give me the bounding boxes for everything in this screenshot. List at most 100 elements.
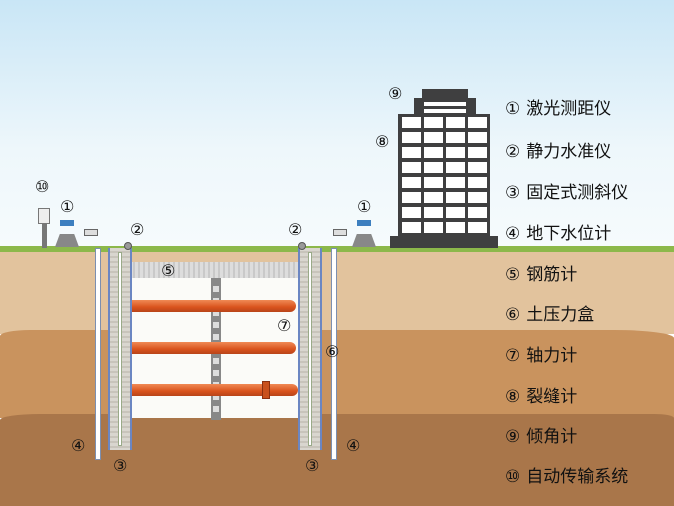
legend-number: ② [505,142,521,162]
rangefinder-stand-left [55,234,79,247]
groundwater-well-right [331,248,337,460]
data-logger-right [333,229,347,236]
legend-number: ① [505,99,521,119]
building-window [468,207,487,218]
building-window [468,177,487,188]
marker-10: ⑩ [35,177,50,196]
steel-strut [130,300,296,312]
building-window [468,132,487,143]
legend-label: 激光测距仪 [526,99,612,119]
inclinometer-right [308,252,312,446]
legend-label: 倾角计 [526,427,578,447]
legend-number: ⑨ [505,427,521,447]
ground-surface [0,246,674,252]
legend-label: 固定式测斜仪 [526,183,629,203]
marker-4-left: ④ [71,436,86,455]
building-window [468,192,487,203]
legend-number: ⑧ [505,387,521,407]
data-logger-left [84,229,98,236]
hydrostatic-level-right [298,242,306,250]
legend-number: ③ [505,183,521,203]
axial-force-meter [262,381,270,399]
legend-label: 钢筋计 [526,265,578,285]
building-window [446,162,465,173]
building-window [424,132,443,143]
legend-number: ⑦ [505,346,521,366]
building-window [402,117,421,128]
building-window [424,162,443,173]
marker-4-right: ④ [346,436,361,455]
legend-label: 轴力计 [526,346,578,366]
building-window [424,147,443,158]
legend-label: 地下水位计 [526,224,612,244]
building-window [446,192,465,203]
building-window [424,109,466,113]
marker-1-left: ① [60,197,75,216]
laser-rangefinder-left [60,220,74,226]
building-window [424,207,443,218]
building-window [402,222,421,233]
steel-strut [130,342,296,354]
marker-2-left: ② [130,220,145,239]
transmission-box [38,208,50,224]
building-window [446,177,465,188]
marker-3-right: ③ [305,456,320,475]
building-window [446,222,465,233]
transmission-pole [42,222,47,248]
building-window [402,147,421,158]
marker-7: ⑦ [277,316,292,335]
building-window [424,102,466,106]
building-window [402,162,421,173]
marker-6: ⑥ [325,342,340,361]
marker-9: ⑨ [388,84,403,103]
rangefinder-stand-right [352,234,376,247]
building-roof [422,89,468,99]
steel-strut [130,384,298,396]
building-window [468,162,487,173]
building-window [446,117,465,128]
legend-label: 静力水准仪 [526,142,612,162]
legend-label: 自动传输系统 [526,467,629,487]
marker-1-right: ① [357,197,372,216]
marker-8: ⑧ [375,132,390,151]
building-window [424,117,443,128]
laser-rangefinder-right [357,220,371,226]
building-window [446,132,465,143]
groundwater-well-left [95,248,101,460]
building-window [468,147,487,158]
building-window [402,177,421,188]
building-window [424,222,443,233]
inclinometer-left [118,252,122,446]
legend-number: ⑤ [505,265,521,285]
sky [0,0,674,250]
building-window [402,207,421,218]
marker-5: ⑤ [161,261,176,280]
marker-3-left: ③ [113,456,128,475]
building-window [402,192,421,203]
building-base [390,236,498,248]
crown-beam [130,262,300,278]
building-body [398,114,490,240]
building-window [468,117,487,128]
hydrostatic-level-left [124,242,132,250]
building-window [424,192,443,203]
building-window [446,207,465,218]
legend-number: ⑩ [505,467,521,487]
marker-2-right: ② [288,220,303,239]
building-window [424,177,443,188]
legend-number: ⑥ [505,305,521,325]
legend-label: 裂缝计 [526,387,578,407]
building-window [446,147,465,158]
building-window [468,222,487,233]
legend-number: ④ [505,224,521,244]
